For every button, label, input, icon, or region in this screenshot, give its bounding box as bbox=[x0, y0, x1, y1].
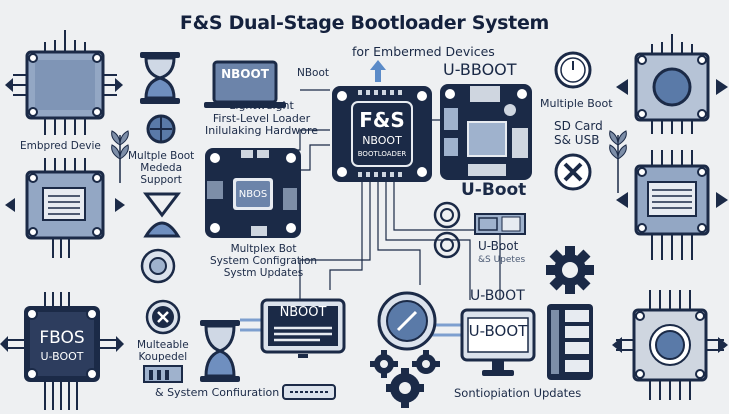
label-updates: &S Upetes bbox=[478, 255, 526, 265]
label-uboot-top: U-BBOOT bbox=[443, 60, 517, 79]
chip-icon-mid-right bbox=[616, 150, 728, 260]
label-nboot-small: NBoot bbox=[297, 67, 330, 79]
monitor-icon-nboot bbox=[260, 298, 346, 358]
label-line: Support bbox=[140, 174, 182, 187]
label-line: Koupedel bbox=[138, 351, 188, 364]
label-line: System Configration bbox=[210, 255, 318, 268]
laptop-icon bbox=[204, 60, 286, 108]
monitor-uboot-text: U-BOOT bbox=[468, 322, 528, 340]
close-circle-icon bbox=[554, 153, 592, 191]
check-target-icon bbox=[433, 231, 461, 259]
memory-module-icon bbox=[143, 365, 183, 383]
storage-device-icon bbox=[474, 213, 526, 235]
label-system-config: & System Confiuration bbox=[155, 386, 280, 399]
label-lightweight-loader: Lightweight First-Level Loader Inilulaki… bbox=[205, 99, 319, 138]
gears-icon bbox=[370, 350, 440, 408]
chip-line1: NBOOT bbox=[362, 134, 402, 147]
nbos-board-icon bbox=[205, 148, 301, 238]
fbos-chip-icon bbox=[0, 292, 124, 410]
label-line: Multple Boot bbox=[128, 150, 195, 162]
chip-icon-top-right bbox=[616, 34, 728, 134]
monitor-nboot-text: NBOOT bbox=[279, 305, 327, 320]
hourglass-icon-top bbox=[140, 52, 180, 104]
gauge-icon bbox=[377, 291, 437, 351]
fs-bootloader-chip bbox=[332, 86, 432, 182]
label-uboot-lower: U-BOOT bbox=[470, 288, 525, 304]
uboot-board-icon bbox=[440, 84, 532, 180]
cancel-gear-icon bbox=[145, 299, 181, 335]
leaf-icon-left bbox=[111, 130, 129, 183]
label-multiplex: Multplex Bot System Configration Systm U… bbox=[210, 243, 317, 279]
label-line: Mededa bbox=[140, 162, 183, 175]
label-line: Systm Updates bbox=[223, 267, 304, 280]
label-line: Multeable bbox=[137, 339, 189, 351]
chip-icon-bottom-right bbox=[612, 290, 728, 400]
label-line: First-Level Loader bbox=[212, 111, 311, 125]
chip-icon-mid-left bbox=[5, 158, 125, 258]
clock-icon bbox=[554, 51, 592, 89]
diagram-subtitle: for Embermed Devices bbox=[352, 44, 495, 59]
chip-brand: F&S bbox=[359, 108, 405, 132]
label-line: Inilulaking Hardwore bbox=[205, 124, 319, 138]
search-target-icon bbox=[433, 201, 461, 229]
gear-icon bbox=[546, 246, 594, 294]
hourglass-icon-bottom bbox=[200, 320, 240, 382]
up-arrow-icon bbox=[370, 60, 386, 82]
label-multable: Multeable Koupedel bbox=[137, 339, 189, 363]
label-multiple-boot-media: Multple Boot Mededa Support bbox=[128, 150, 194, 186]
label-line: Lightweight bbox=[229, 99, 294, 112]
laptop-screen-text: NBOOT bbox=[221, 67, 269, 81]
diagram-title: F&S Dual-Stage Bootloader System bbox=[179, 12, 550, 34]
label-uboot-mid: U-Boot bbox=[461, 180, 527, 200]
label-sd-card: SD Card bbox=[554, 119, 603, 133]
label-line: Multplex Bot bbox=[230, 243, 297, 255]
server-rack-icon bbox=[547, 304, 593, 380]
hourglass-icon-mid bbox=[142, 192, 182, 238]
label-sontiopiation-updates: Sontiopiation Updates bbox=[454, 386, 582, 400]
label-embedded-device: Embpred Devie bbox=[20, 140, 101, 152]
label-multiple-boot-right: Multiple Boot bbox=[540, 97, 613, 110]
nbos-chip-text: NBOS bbox=[238, 189, 268, 200]
globe-icon bbox=[146, 114, 176, 144]
fbos-uboot-text: U-BOOT bbox=[40, 350, 84, 363]
monitor-icon-uboot bbox=[460, 308, 536, 376]
usb-stick-icon bbox=[282, 384, 336, 400]
target-icon bbox=[140, 248, 176, 284]
chip-icon-top-left bbox=[5, 30, 123, 135]
leaf-icon-right bbox=[609, 130, 627, 193]
label-usb: S& USB bbox=[554, 133, 600, 147]
fbos-text: FBOS bbox=[39, 328, 85, 348]
chip-line2: BOOTLOADER bbox=[357, 150, 407, 158]
label-uboot-updates: U-Boot bbox=[478, 239, 519, 253]
